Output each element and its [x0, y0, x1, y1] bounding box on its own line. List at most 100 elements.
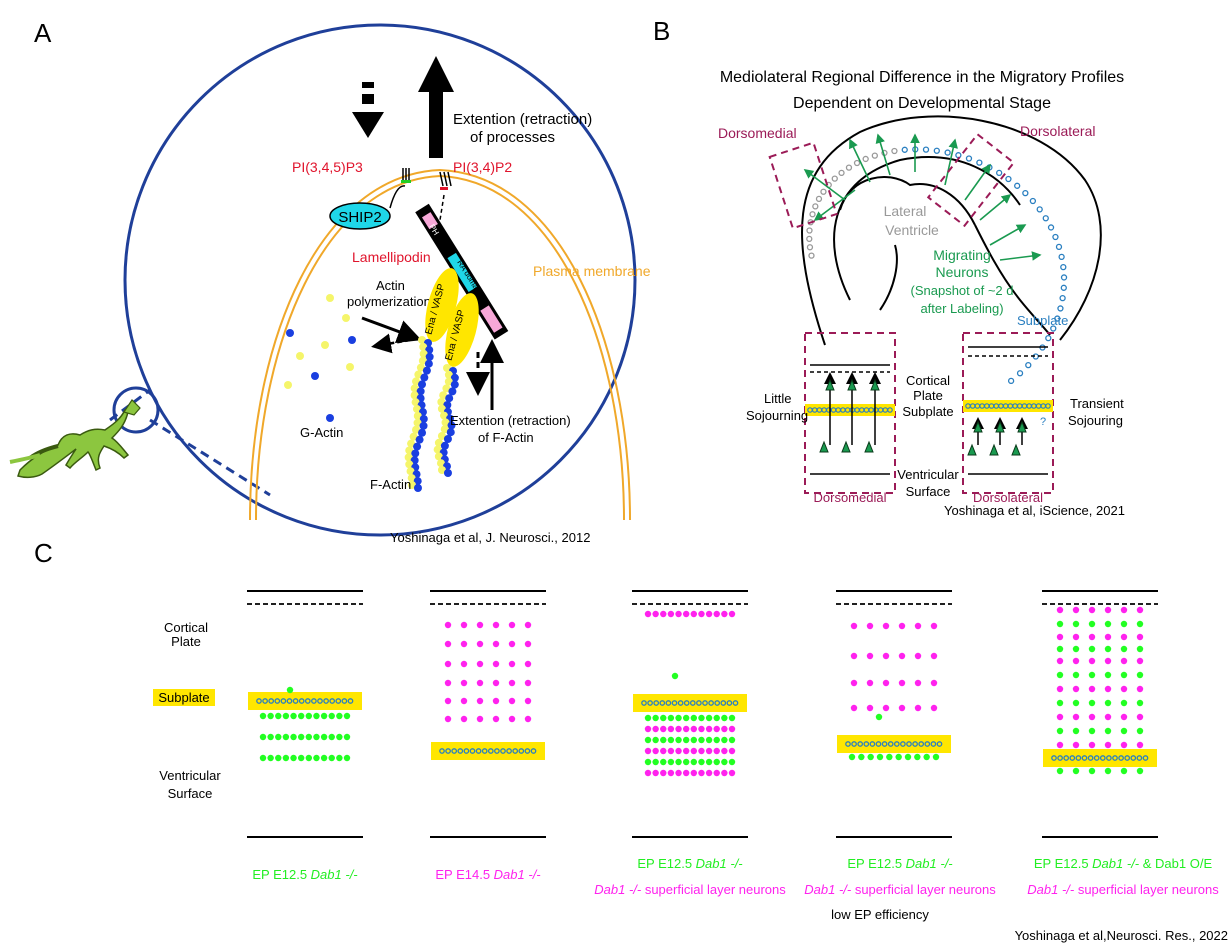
green-neuron-dot: [1088, 727, 1096, 735]
subplate-dot: [1081, 755, 1088, 761]
subplate-dot: [1060, 274, 1068, 281]
f-actin-subunit: [437, 432, 446, 440]
dl-neurons: [967, 417, 1028, 456]
subplate-dot: [720, 700, 727, 706]
f-actin-subunit: [442, 384, 451, 393]
migration-arrow: [849, 138, 871, 183]
f-actin-subunit: [413, 442, 422, 451]
subplate-legend-band: [153, 689, 215, 706]
subplate-dot: [869, 741, 876, 747]
f-actin-subunit: [412, 405, 421, 414]
f-actin-subunit: [422, 366, 431, 375]
magenta-neuron-dot: [675, 769, 682, 777]
snapshot-label-2: after Labeling): [920, 301, 1003, 316]
green-neuron-dot: [328, 712, 335, 720]
subplate-dot: [1051, 755, 1057, 761]
subplate-dots-arc: [806, 146, 1068, 385]
subplate-dot: [1025, 361, 1032, 369]
green-neuron-dot: [728, 758, 736, 766]
magenta-neuron-dot: [492, 679, 500, 687]
panel-a: A Extention (retraction) of proces: [9, 18, 651, 545]
magenta-neuron-dot: [1056, 606, 1064, 614]
green-neuron-dot: [1120, 620, 1128, 628]
subplate-dot: [820, 188, 827, 195]
panel-c-column: [632, 590, 748, 838]
neuron-icon: [841, 440, 851, 453]
f-actin-subunit: [405, 446, 414, 455]
magenta-neuron-dot: [667, 610, 675, 618]
g-actin-monomer: [326, 294, 334, 302]
f-actin-subunit: [407, 481, 416, 489]
zoom-line-top: [109, 388, 151, 422]
magenta-neuron-dot: [850, 679, 858, 687]
subplate-dot: [732, 700, 739, 706]
subplate-dot: [647, 700, 653, 706]
magenta-neuron-dot: [1088, 685, 1096, 693]
subplate-dot: [469, 748, 476, 754]
zoom-circle-large: [123, 23, 637, 537]
magenta-neuron-dot: [1072, 741, 1080, 749]
magenta-neuron-dot: [713, 769, 720, 777]
f-actin-subunit: [411, 398, 420, 407]
pip3-label: PI(3,4,5)P3: [292, 159, 363, 175]
green-neuron-dot: [320, 733, 328, 741]
green-neuron-dot: [1136, 645, 1144, 653]
subplate-dot: [677, 700, 684, 706]
ventricular-label-1-c: Ventricular: [159, 768, 221, 783]
green-neuron-dot: [313, 712, 320, 720]
magenta-neuron-dot: [690, 725, 698, 733]
g-actin-label: G-Actin: [300, 425, 343, 440]
f-actin-subunit: [444, 370, 453, 379]
subplate-dot: [900, 741, 906, 747]
panel-c-column: [247, 590, 363, 838]
ventricle-label-1: Lateral: [884, 203, 927, 219]
magenta-neuron-dot: [524, 640, 532, 648]
subplate-dot: [831, 175, 838, 182]
subplate-dot: [922, 146, 930, 153]
f-actin-subunit: [411, 449, 420, 458]
green-neuron-dot: [1088, 699, 1096, 707]
subplate-dot: [311, 698, 317, 704]
magenta-neuron-dot: [882, 622, 890, 630]
subplate-dot: [1087, 755, 1094, 761]
caption-col4-line2: Dab1 -/- superficial layer neurons: [804, 882, 996, 897]
green-neuron-dot: [275, 712, 282, 720]
magenta-neuron-dot: [460, 697, 468, 705]
g-actin-monomer: [296, 352, 304, 360]
subplate-dot: [708, 700, 714, 706]
f-actin-subunit: [406, 467, 415, 476]
caption-col5-line2: Dab1 -/- superficial layer neurons: [1027, 882, 1219, 897]
f-actin-subunit: [437, 398, 446, 406]
green-neuron-dot: [713, 736, 720, 744]
magenta-neuron-dot: [721, 769, 728, 777]
magenta-neuron-dot: [524, 660, 532, 668]
f-actin-subunit: [413, 484, 422, 492]
magenta-neuron-dot: [652, 747, 659, 755]
subplate-dot: [445, 748, 451, 754]
subplate-label-b: Subplate: [1017, 313, 1068, 328]
dorsomedial-box-top: [768, 141, 838, 230]
magenta-neuron-dot: [1056, 633, 1064, 641]
ena-vasp-2: [445, 293, 479, 367]
green-neuron-dot: [690, 758, 698, 766]
ventricle-label-2: Ventricle: [885, 222, 939, 238]
magenta-neuron-dot: [1104, 713, 1112, 721]
caption-col4-line3: low EP efficiency: [831, 907, 929, 922]
neuron-icon: [819, 440, 829, 453]
f-actin-subunit: [410, 391, 419, 400]
f-actin-subunit: [412, 377, 421, 386]
magenta-neuron-dot: [476, 660, 484, 668]
subplate-dot: [463, 748, 470, 754]
magenta-neuron-dot: [652, 769, 659, 777]
panel-c-column: [430, 590, 546, 838]
magenta-neuron-dot: [508, 621, 516, 629]
g-actin-monomer: [321, 341, 329, 349]
neuron-cell-icon: [9, 399, 141, 479]
subplate-dot: [451, 748, 458, 754]
green-neuron-dot: [259, 754, 267, 762]
magenta-neuron-dot: [721, 725, 728, 733]
subplate-dot: [1005, 175, 1012, 183]
magenta-neuron-dot: [914, 704, 922, 712]
magenta-neuron-dot: [508, 640, 516, 648]
subplate-dot: [530, 748, 537, 754]
